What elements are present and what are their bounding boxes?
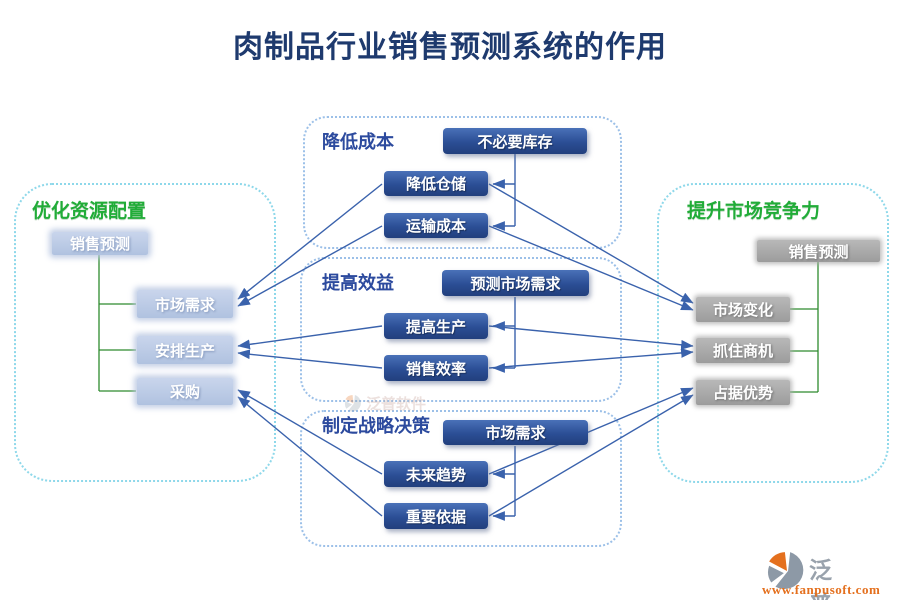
label-market-competitiveness: 提升市场竞争力	[687, 201, 821, 222]
watermark: 泛普软件	[344, 393, 426, 414]
node-improve-production: 提高生产	[384, 313, 488, 339]
node-market-demand-strategy: 市场需求	[443, 420, 588, 445]
label-optimize-resources: 优化资源配置	[32, 201, 147, 222]
node-transport-cost: 运输成本	[384, 213, 488, 238]
node-procurement: 采购	[137, 378, 233, 405]
fanpu-logo-icon	[768, 552, 804, 590]
node-seize-opportunity: 抓住商机	[696, 338, 790, 363]
watermark-logo-icon	[344, 394, 361, 412]
label-reduce-cost: 降低成本	[322, 132, 394, 152]
node-unnecessary-inventory: 不必要库存	[443, 128, 587, 154]
label-improve-benefit: 提高效益	[322, 273, 394, 293]
panel-optimize-resources	[14, 183, 276, 482]
node-arrange-production: 安排生产	[137, 336, 233, 364]
node-market-demand-left: 市场需求	[137, 290, 233, 318]
node-sales-forecast-right: 销售预测	[757, 240, 880, 262]
node-important-basis: 重要依据	[384, 503, 488, 529]
node-sales-efficiency: 销售效率	[384, 355, 488, 381]
diagram-title: 肉制品行业销售预测系统的作用	[233, 31, 667, 64]
node-dominant-position: 占据优势	[696, 380, 790, 405]
watermark-text: 泛普软件	[366, 396, 427, 413]
node-future-trend: 未来趋势	[384, 461, 488, 487]
node-forecast-market-demand: 预测市场需求	[442, 270, 589, 296]
panel-market-competitiveness	[657, 183, 889, 483]
node-reduce-warehousing: 降低仓储	[384, 171, 488, 196]
brand-url: www.fanpusoft.com	[762, 582, 881, 597]
node-sales-forecast-left: 销售预测	[52, 232, 148, 255]
node-market-change: 市场变化	[696, 297, 790, 322]
brand-name: 泛普软件	[809, 557, 833, 600]
label-strategic-decision: 制定战略决策	[322, 416, 430, 436]
